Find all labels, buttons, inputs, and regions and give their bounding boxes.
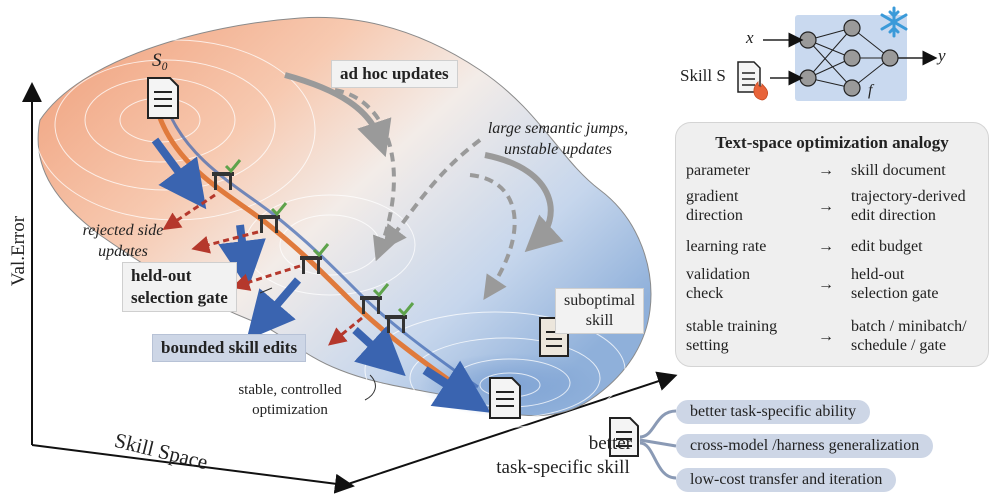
better-document-icon — [489, 377, 521, 419]
analogy-right-line1: trajectory-derived — [851, 188, 966, 205]
outcome-pill: cross-model /harness generalization — [676, 434, 934, 458]
analogy-left-line1: validation — [686, 266, 750, 283]
function-f-label: f — [868, 82, 873, 99]
analogy-right: held-out selection gate — [851, 265, 996, 303]
analogy-left: gradient direction — [686, 187, 804, 225]
selection-gates — [212, 159, 415, 333]
analogy-right-line2: selection gate — [851, 285, 939, 302]
gate-label-line2: selection gate — [131, 288, 228, 307]
rejected-updates — [162, 193, 363, 346]
analogy-left-line1: gradient — [686, 188, 739, 205]
analogy-right-line1: skill document — [851, 162, 946, 179]
input-skill-label: Skill S — [680, 66, 726, 85]
analogy-right-line1: batch / minibatch/ — [851, 318, 967, 335]
gate-icon — [300, 243, 330, 274]
analogy-right: edit budget — [851, 237, 996, 256]
analogy-arrow: → — [818, 238, 834, 255]
outcome-pill: better task-specific ability — [676, 400, 871, 424]
analogy-panel: Text-space optimization analogy paramete… — [675, 122, 989, 367]
x-axis — [31, 444, 355, 494]
analogy-left: validation check — [686, 265, 804, 303]
gate-icon — [360, 283, 390, 314]
gate-label: held-out selection gate — [122, 262, 237, 312]
callout-lines — [259, 287, 376, 401]
stable-label-line2: optimization — [252, 402, 328, 418]
rejected-label: rejected side updates — [72, 220, 174, 262]
analogy-right-line1: held-out — [851, 266, 905, 283]
bounded-edit-arrow — [218, 224, 266, 289]
analogy-arrow: → — [818, 328, 834, 345]
output-y-label: y — [938, 46, 946, 65]
start-document-icon — [147, 77, 179, 119]
analogy-left: stable training setting — [686, 317, 804, 355]
gate-label-line1: held-out — [131, 266, 192, 285]
stable-label: stable, controlled optimization — [210, 380, 370, 420]
analogy-left-line2: check — [686, 285, 724, 302]
analogy-left-line1: learning rate — [686, 238, 767, 255]
bounded-edit-arrow — [352, 326, 406, 377]
analogy-left-line2: direction — [686, 207, 743, 224]
analogy-right-line1: edit budget — [851, 238, 923, 255]
analogy-title: Text-space optimization analogy — [715, 133, 949, 152]
bounded-edit-arrow — [422, 360, 491, 413]
analogy-left-line2: setting — [686, 337, 729, 354]
suboptimal-label-line2: skill — [585, 312, 614, 329]
analogy-right: batch / minibatch/ schedule / gate — [851, 317, 996, 355]
rejected-label-line1: rejected side — [82, 222, 164, 239]
skill-document-icon — [737, 61, 761, 93]
analogy-left: parameter — [686, 161, 804, 180]
input-x-label: x — [746, 28, 754, 47]
jumps-label-line2: unstable updates — [504, 141, 612, 158]
axes — [22, 82, 678, 494]
analogy-right-line2: edit direction — [851, 207, 936, 224]
jumps-label-line1: large semantic jumps, — [487, 120, 629, 137]
network-panel — [737, 6, 938, 101]
outcome-pill: low-cost transfer and iteration — [676, 468, 897, 492]
start-label: S₀ — [152, 50, 169, 71]
suboptimal-label-line1: suboptimal — [564, 292, 636, 309]
gate-icon — [212, 159, 242, 190]
analogy-arrow: → — [818, 198, 834, 215]
jumps-label: large semantic jumps, unstable updates — [478, 118, 638, 160]
analogy-arrow: → — [818, 276, 834, 293]
rejected-label-line2: updates — [98, 243, 148, 260]
better-label-line1: better — [588, 433, 632, 454]
analogy-left-line1: parameter — [686, 162, 750, 179]
analogy-right: trajectory-derived edit direction — [851, 187, 996, 225]
analogy-right-line2: schedule / gate — [851, 337, 947, 354]
z-axis — [344, 371, 678, 486]
flame-icon — [753, 81, 769, 101]
better-label: better task-specific skill — [488, 432, 638, 480]
stable-label-line1: stable, controlled — [238, 382, 342, 398]
analogy-arrow: → — [818, 162, 834, 179]
y-axis-label: Val.Error — [8, 215, 29, 287]
outcome-connectors — [639, 409, 677, 480]
better-label-line2: task-specific skill — [496, 457, 630, 478]
suboptimal-label: suboptimal skill — [555, 288, 645, 334]
analogy-left: learning rate — [686, 237, 804, 256]
gate-icon — [258, 202, 288, 233]
ad-hoc-label: ad hoc updates — [331, 60, 458, 88]
bounded-edit-arrow — [151, 137, 207, 210]
analogy-left-line1: stable training — [686, 318, 778, 335]
outcome-document-icon — [609, 417, 639, 457]
analogy-right: skill document — [851, 161, 996, 180]
snowflake-icon — [880, 6, 908, 38]
bounded-label: bounded skill edits — [152, 334, 307, 362]
bounded-edit-arrow — [246, 277, 302, 341]
gate-icon — [385, 302, 415, 333]
ad-hoc-arrows — [284, 72, 564, 300]
